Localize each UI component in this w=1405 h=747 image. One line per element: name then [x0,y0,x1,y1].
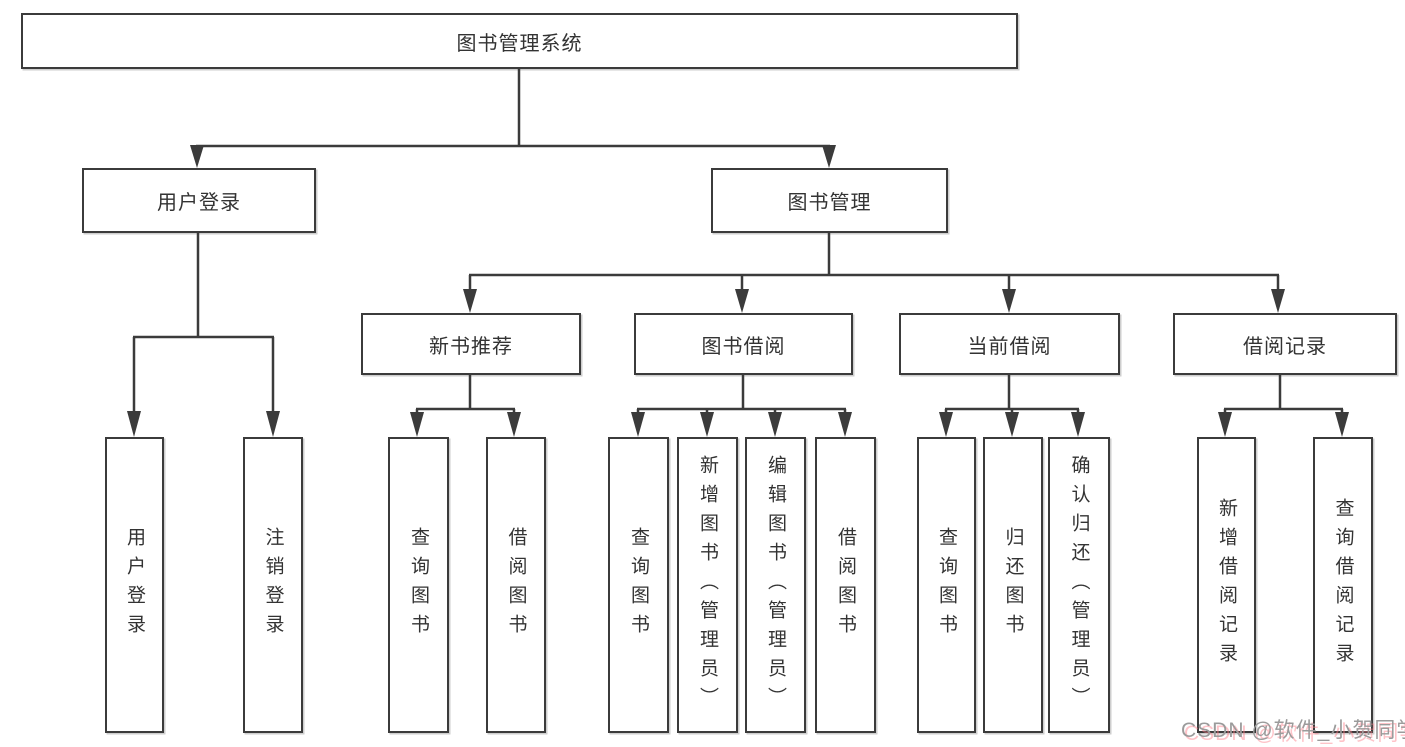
node-new-book-recommendation: 新书推荐 [361,313,581,375]
node-borrowing-records: 借阅记录 [1173,313,1397,375]
leaf-return-books: 归还图书 [983,437,1043,733]
leaf-logout: 注销登录 [243,437,303,733]
node-book-management: 图书管理 [711,168,948,233]
node-user-login: 用户登录 [82,168,316,233]
leaf-query-books-1: 查询图书 [388,437,449,733]
node-book-borrowing: 图书借阅 [634,313,853,375]
leaf-edit-books-admin: 编辑图书（管理员） [745,437,806,733]
arrowheads [127,145,1349,437]
leaf-add-borrow-record: 新增借阅记录 [1197,437,1256,733]
leaf-borrow-books-2: 借阅图书 [815,437,876,733]
leaf-user-login: 用户登录 [105,437,164,733]
leaf-add-books-admin: 新增图书（管理员） [677,437,738,733]
leaf-query-books-3: 查询图书 [917,437,976,733]
node-library-management-system: 图书管理系统 [21,13,1018,69]
csdn-watermark: CSDN @软件_小贺同学 [1181,719,1405,742]
leaf-confirm-return-admin: 确认归还（管理员） [1048,437,1110,733]
leaf-query-borrow-record: 查询借阅记录 [1313,437,1373,733]
leaf-query-books-2: 查询图书 [608,437,669,733]
node-current-borrowing: 当前借阅 [899,313,1120,375]
leaf-borrow-books-1: 借阅图书 [486,437,546,733]
